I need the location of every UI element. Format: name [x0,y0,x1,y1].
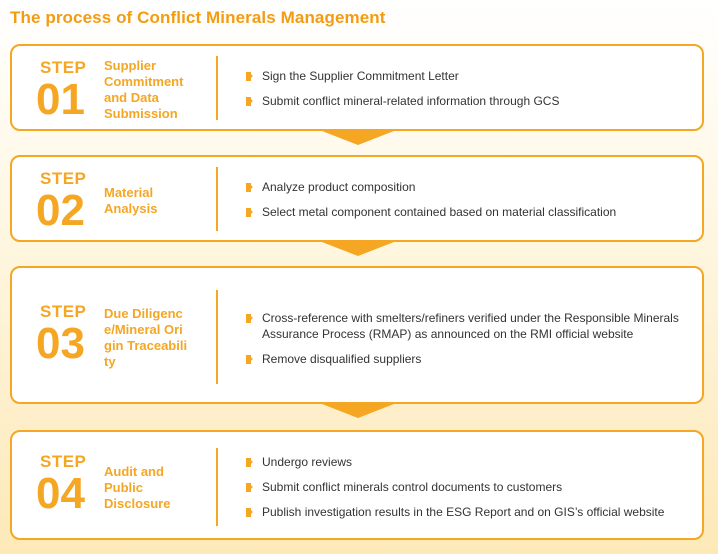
step-number: 02 [36,186,85,235]
list-item: Cross-reference with smelters/refiners v… [246,310,696,342]
list-item: Remove disqualified suppliers [246,351,696,367]
page-title: The process of Conflict Minerals Managem… [10,8,386,27]
step-label: STEP [40,302,87,321]
bullet-list: Cross-reference with smelters/refiners v… [246,310,696,376]
bullet-text: Submit conflict mineral-related informat… [262,94,560,108]
list-item: Sign the Supplier Commitment Letter [246,68,696,84]
down-arrow-icon [322,131,394,145]
puzzle-bullet-icon [246,97,253,106]
bullet-list: Undergo reviews Submit conflict minerals… [246,454,696,529]
list-item: Analyze product composition [246,179,696,195]
list-item: Submit conflict minerals control documen… [246,479,696,495]
step-label: STEP [40,452,87,471]
puzzle-bullet-icon [246,314,253,323]
bullet-text: Publish investigation results in the ESG… [262,505,665,519]
list-item: Submit conflict mineral-related informat… [246,93,696,109]
bullet-list: Analyze product composition Select metal… [246,179,696,229]
puzzle-bullet-icon [246,208,253,217]
bullet-text: Submit conflict minerals control documen… [262,480,563,494]
puzzle-bullet-icon [246,508,253,517]
bullet-text: Select metal component contained based o… [262,205,617,219]
step-card-04: STEP 04 Audit and Public Disclosure Unde… [10,430,704,540]
bullet-text: Remove disqualified suppliers [262,352,422,366]
bullet-text: Undergo reviews [262,455,353,469]
divider [216,56,218,120]
step-card-03: STEP 03 Due Diligence/Mineral Origin Tra… [10,266,704,404]
list-item: Select metal component contained based o… [246,204,696,220]
step-name: Audit and Public Disclosure [104,464,171,511]
step-card-02: STEP 02 Material Analysis Analyze produc… [10,155,704,242]
step-name: Supplier Commitment and Data Submission [104,58,184,121]
puzzle-bullet-icon [246,458,253,467]
step-number: 03 [36,319,85,368]
step-label: STEP [40,58,87,77]
step-card-01: STEP 01 Supplier Commitment and Data Sub… [10,44,704,131]
puzzle-bullet-icon [246,183,253,192]
puzzle-bullet-icon [246,483,253,492]
down-arrow-icon [322,242,394,256]
step-number: 01 [36,75,85,124]
step-label: STEP [40,169,87,188]
bullet-text: Cross-reference with smelters/refiners v… [262,311,679,341]
bullet-text: Sign the Supplier Commitment Letter [262,69,459,83]
divider [216,290,218,384]
bullet-list: Sign the Supplier Commitment Letter Subm… [246,68,696,118]
list-item: Undergo reviews [246,454,696,470]
step-name: Due Diligence/Mineral Origin Traceabilit… [104,306,188,369]
step-number: 04 [36,469,85,518]
down-arrow-icon [322,404,394,418]
list-item: Publish investigation results in the ESG… [246,504,696,520]
divider [216,448,218,526]
bullet-text: Analyze product composition [262,180,416,194]
puzzle-bullet-icon [246,72,253,81]
step-name: Material Analysis [104,185,158,216]
puzzle-bullet-icon [246,355,253,364]
divider [216,167,218,231]
